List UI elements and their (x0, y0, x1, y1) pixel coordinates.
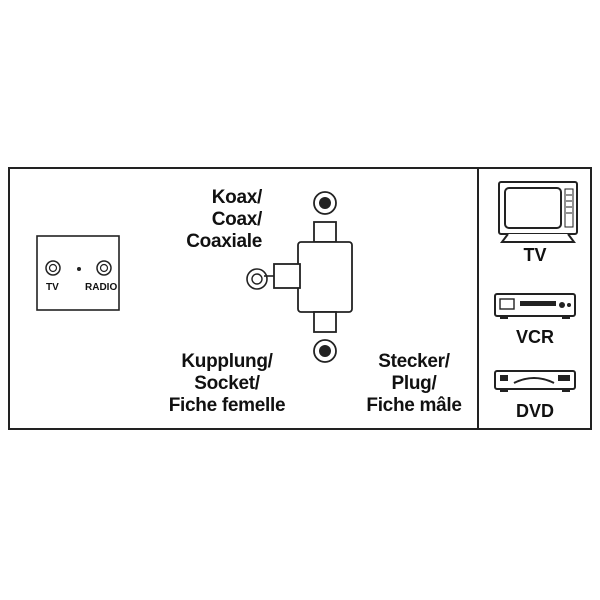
device-vcr: VCR (478, 287, 592, 353)
plug-label-line: Plug/ (391, 373, 437, 394)
panel-divider (477, 169, 479, 428)
wall-outlet-tv-label: TV (46, 282, 59, 293)
vcr-icon (494, 293, 576, 319)
plug-label: Stecker/ Plug/ Fiche mâle (358, 351, 470, 417)
socket-label-line: Fiche femelle (168, 395, 286, 416)
device-tv-label: TV (523, 245, 547, 265)
coax-label: Koax/ Coax/ Coaxiale (160, 187, 262, 253)
wall-outlet: TV RADIO (36, 235, 120, 311)
socket-label: Kupplung/ Socket/ Fiche femelle (157, 351, 297, 417)
diagram-frame: TV RADIO Koax/ Coax/ Coaxiale Kupplung/ … (8, 167, 592, 430)
coax-socket-icon (246, 268, 268, 290)
device-dvd-label: DVD (515, 401, 554, 421)
device-vcr-label: VCR (515, 327, 554, 347)
coax-label-line: Koax/ (211, 187, 263, 208)
tv-icon (498, 181, 578, 243)
coax-label-line: Coaxiale (186, 231, 262, 252)
wall-outlet-icon (36, 235, 120, 311)
plug-label-line: Stecker/ (378, 351, 450, 372)
plug-label-line: Fiche mâle (366, 395, 462, 416)
coax-label-line: Coax/ (211, 209, 263, 230)
dvd-icon (494, 370, 576, 392)
socket-label-line: Kupplung/ (181, 351, 273, 372)
device-tv: TV (478, 179, 592, 269)
device-dvd: DVD (478, 365, 592, 429)
socket-label-line: Socket/ (194, 373, 260, 394)
coax-splitter-icon (264, 191, 353, 363)
wall-outlet-radio-label: RADIO (85, 282, 118, 293)
